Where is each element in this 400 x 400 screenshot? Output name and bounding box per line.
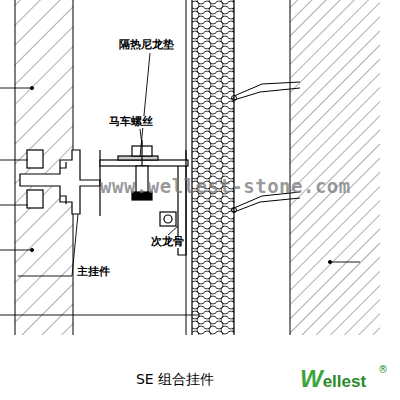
trademark: ® xyxy=(378,364,388,375)
part-label: 隔热尼龙垫 xyxy=(118,39,175,51)
caption: SE 组合挂件 xyxy=(136,372,214,387)
watermark: www.wellest-stone.com xyxy=(100,176,351,197)
part-label: 次龙骨 xyxy=(150,236,185,248)
main-hanger xyxy=(20,150,100,216)
concrete-wall xyxy=(290,0,380,335)
part-label: 主挂件 xyxy=(76,266,111,278)
leader-line xyxy=(0,53,360,315)
insulation xyxy=(192,0,234,335)
stone-panel xyxy=(15,0,73,335)
part-label: 马车螺丝 xyxy=(108,116,154,128)
logo-text: Wellest xyxy=(300,366,366,392)
